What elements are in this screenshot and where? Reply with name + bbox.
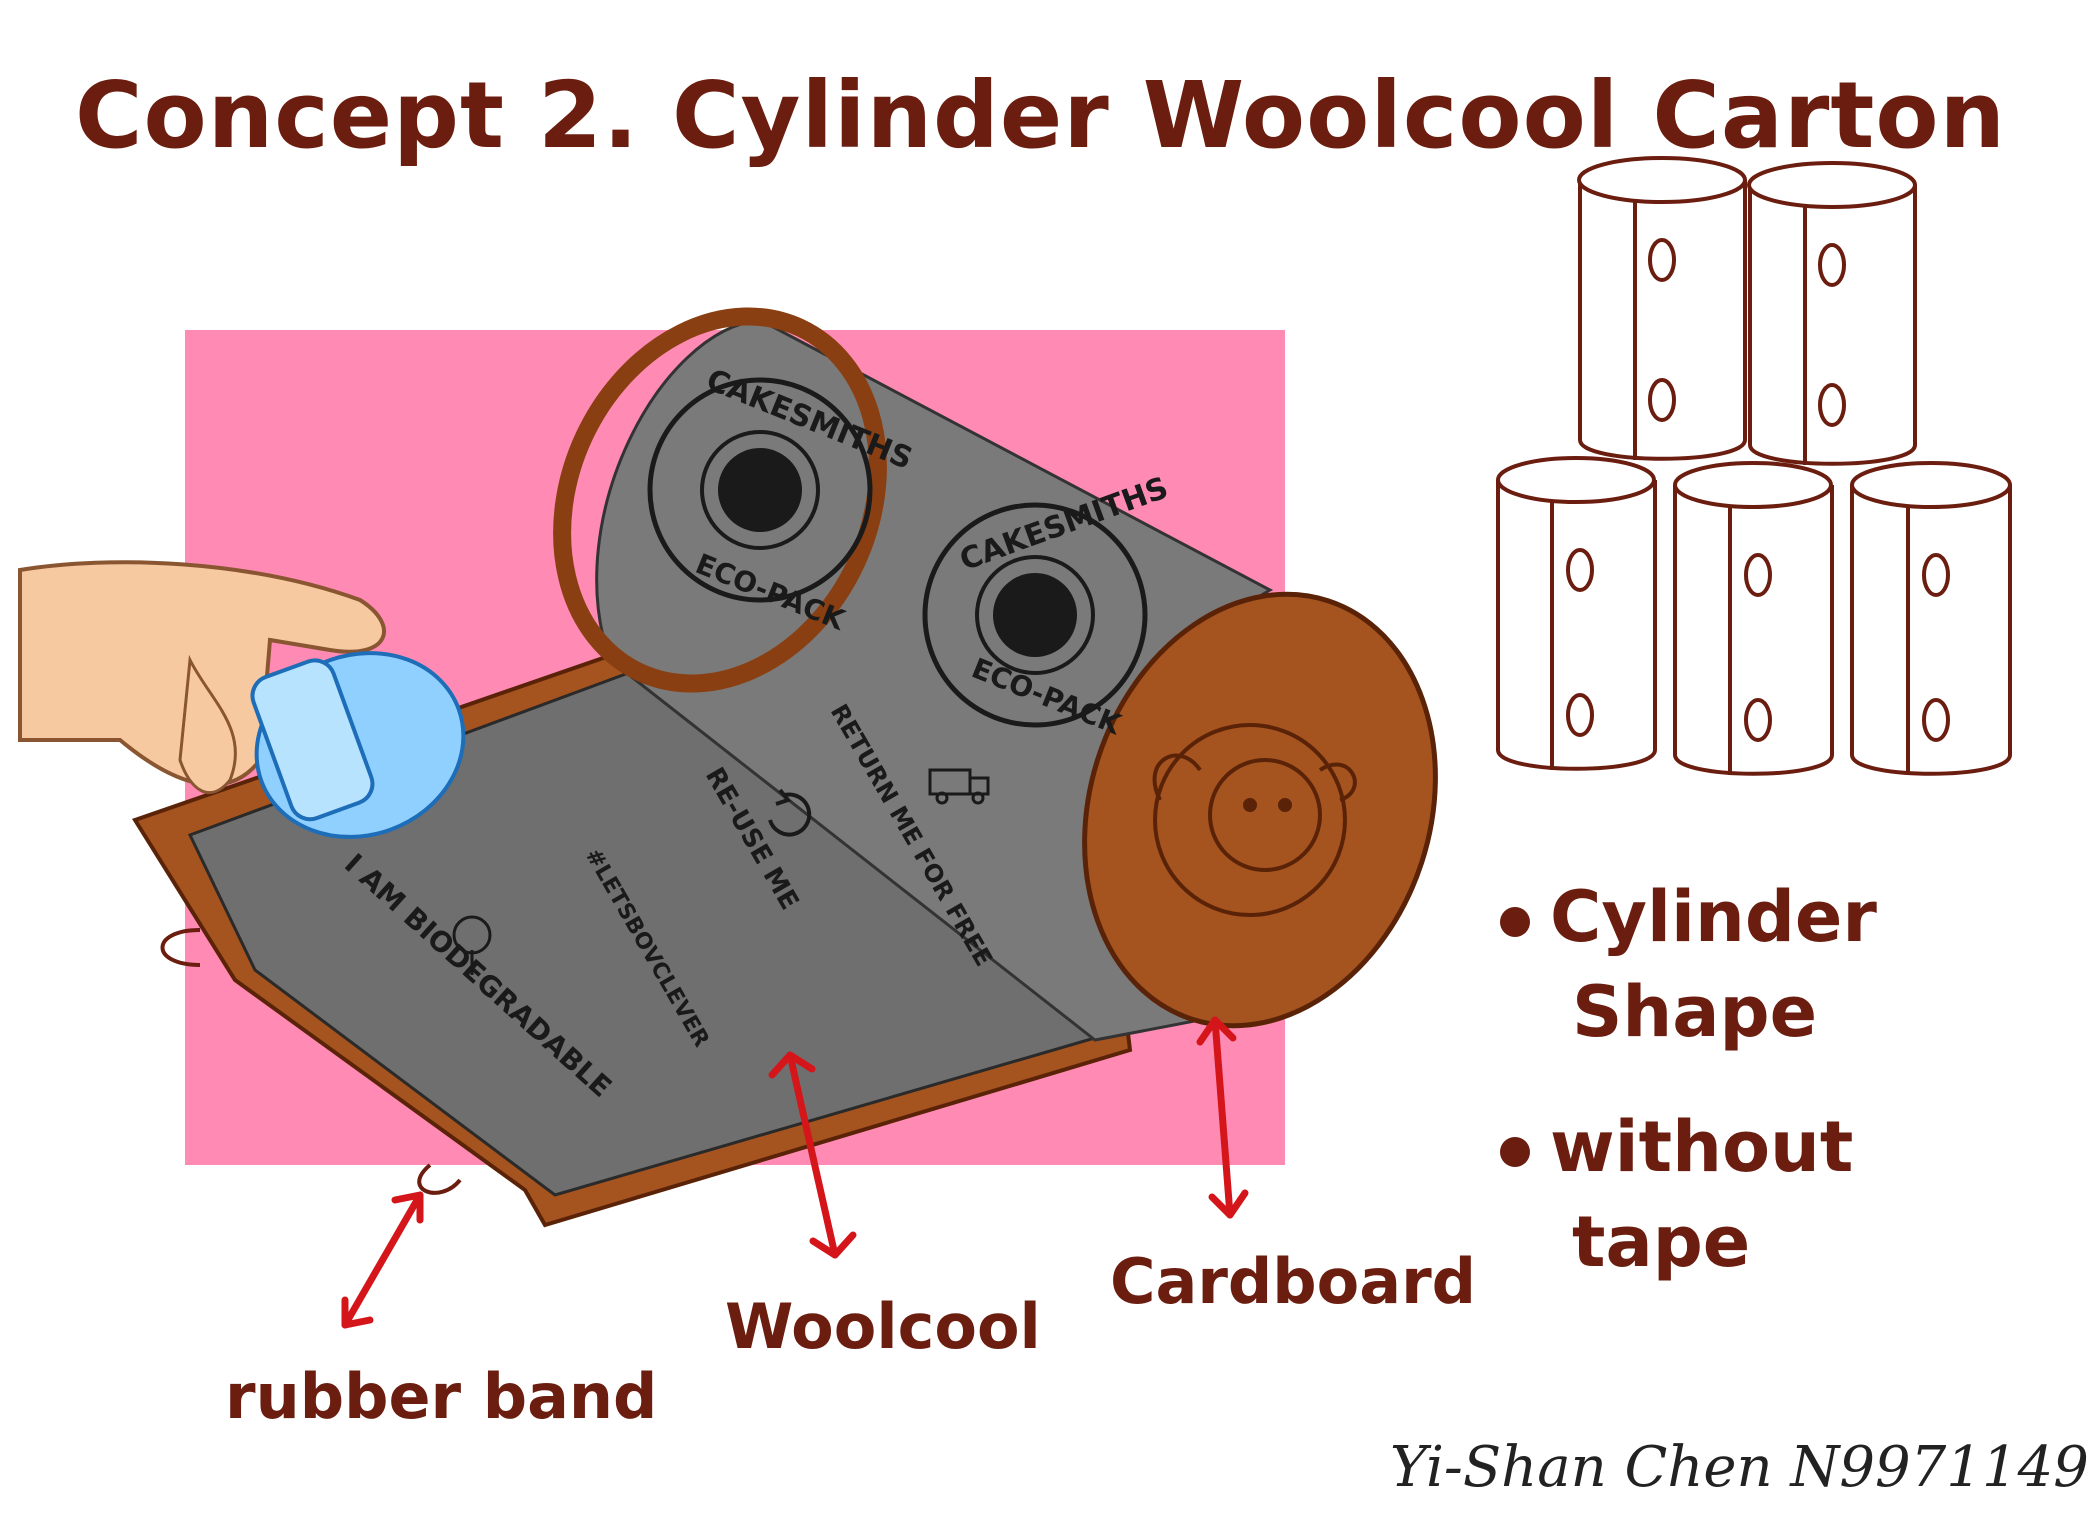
- bullet-1-line-2: Shape: [1572, 970, 1818, 1053]
- arrow-rubber-band: [341, 1191, 424, 1329]
- label-rubber-band: rubber band: [225, 1360, 658, 1433]
- cylinder-top-left: [1577, 156, 1747, 461]
- cylinder-bottom-left: [1496, 456, 1657, 771]
- bullet-cylinder-shape: Cylinder Shape: [1500, 870, 1877, 1059]
- cylinder-top-right: [1747, 161, 1917, 466]
- ram-head-icon: [1152, 723, 1357, 917]
- bullet-dot: [1500, 1136, 1530, 1167]
- bottle-cap: [250, 658, 375, 822]
- bullet-1-line-1: Cylinder: [1550, 876, 1877, 958]
- recycle-icon: [768, 788, 812, 837]
- bullet-dot: [1500, 906, 1530, 937]
- arrow-cardboard: [1211, 1016, 1234, 1219]
- finger-shape: [178, 654, 237, 794]
- cylinder-bottom-right: [1850, 461, 2012, 776]
- bullet-without-tape: without tape: [1500, 1100, 1853, 1289]
- roll-back-rim: [553, 307, 887, 693]
- tree-icon: [452, 915, 492, 975]
- sheep-logo-icon: [647, 377, 1148, 728]
- label-cardboard: Cardboard: [1110, 1245, 1477, 1318]
- author-signature: Yi-Shan Chen N9971149: [1390, 1435, 2089, 1500]
- rubber-band: [160, 928, 462, 1195]
- cardboard-end-cap: [1082, 591, 1438, 1029]
- callout-arrows: [341, 1016, 1249, 1329]
- label-woolcool: Woolcool: [725, 1290, 1041, 1363]
- diagram-title: Concept 2. Cylinder Woolcool Carton: [75, 62, 2007, 169]
- stacked-cylinders-sketch: [1496, 156, 2012, 776]
- arrow-woolcool: [786, 1051, 839, 1259]
- cylinder-bottom-middle: [1673, 461, 1834, 776]
- truck-icon: [928, 768, 990, 805]
- bullet-2-line-2: tape: [1572, 1200, 1751, 1283]
- bullet-2-line-1: without: [1550, 1106, 1854, 1188]
